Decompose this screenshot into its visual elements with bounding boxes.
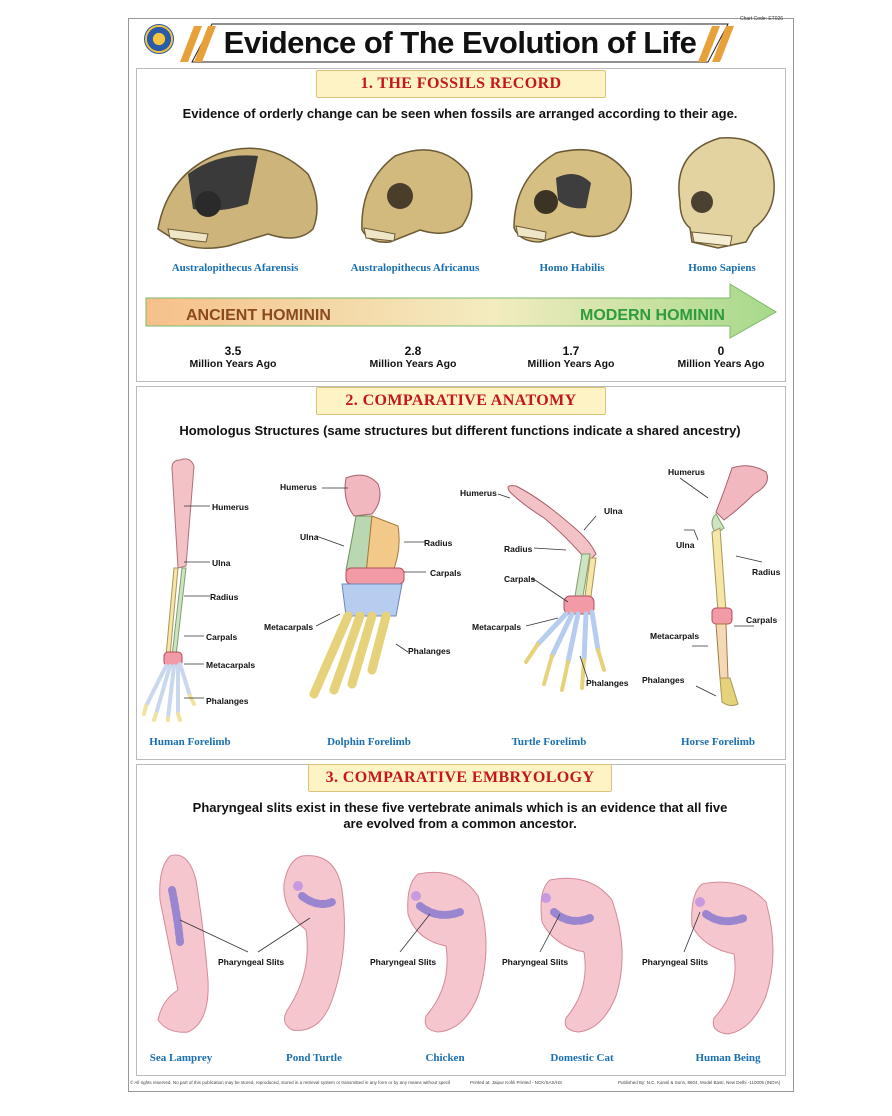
chicken-embryo-image xyxy=(407,871,487,1033)
human-humerus-label: Humerus xyxy=(212,502,249,512)
fossils-subtitle: Evidence of orderly change can be seen w… xyxy=(182,106,738,121)
human-leader-lines xyxy=(184,505,210,699)
slits-label-4: Pharyngeal Slits xyxy=(642,957,709,967)
anatomy-section xyxy=(136,386,786,760)
horse-forelimb-image xyxy=(711,465,768,707)
horse-leader-lines xyxy=(679,477,763,697)
dolphin-forelimb-image xyxy=(309,474,405,699)
slits-label-1: Pharyngeal Slits xyxy=(218,957,285,967)
age-unit: Million Years Ago xyxy=(189,358,277,370)
turtle-leader-lines xyxy=(497,493,597,681)
embryology-subtitle-line1: Pharyngeal slits exist in these five ver… xyxy=(192,800,728,815)
hominin-timeline-arrow xyxy=(145,283,777,339)
modern-hominin-label: MODERN HOMININ xyxy=(580,307,725,324)
footer-copyright: © All rights reserved. No part of this p… xyxy=(130,1080,450,1085)
age-value: 3.5 xyxy=(224,344,242,358)
dolphin-carpals-label: Carpals xyxy=(430,568,462,578)
fossils-heading: 1. THE FOSSILS RECORD xyxy=(316,70,606,98)
age-marker-1: 3.5 Million Years Ago xyxy=(178,344,288,370)
turtle-metacarpals-label: Metacarpals xyxy=(472,622,522,632)
anatomy-subtitle: Homologus Structures (same structures bu… xyxy=(179,423,741,438)
turtle-carpals-label: Carpals xyxy=(504,574,536,584)
turtle-radius-label: Radius xyxy=(504,544,533,554)
age-unit: Million Years Ago xyxy=(369,358,457,370)
chart-code: Chart Code: ET026 xyxy=(740,16,784,22)
anatomy-heading: 2. COMPARATIVE ANATOMY xyxy=(316,387,606,415)
horse-humerus-label: Humerus xyxy=(668,467,705,477)
publisher-logo xyxy=(144,24,174,54)
dolphin-forelimb-caption: Dolphin Forelimb xyxy=(327,736,411,748)
right-stripes xyxy=(698,26,734,62)
age-unit: Million Years Ago xyxy=(677,358,765,370)
skull-afarensis-image xyxy=(157,147,318,249)
species-caption-1: Australopithecus Afarensis xyxy=(171,262,299,274)
embryology-heading: 3. COMPARATIVE EMBRYOLOGY xyxy=(308,764,612,792)
left-stripes xyxy=(180,26,216,62)
dolphin-ulna-label: Ulna xyxy=(300,532,319,542)
human-ulna-label: Ulna xyxy=(212,558,231,568)
human-phalanges-label: Phalanges xyxy=(206,696,249,706)
age-unit: Million Years Ago xyxy=(527,358,615,370)
human-forelimb-image xyxy=(142,458,196,722)
age-marker-2: 2.8 Million Years Ago xyxy=(358,344,468,370)
human-being-caption: Human Being xyxy=(695,1052,761,1064)
slits-label-3: Pharyngeal Slits xyxy=(502,957,569,967)
horse-carpals-label: Carpals xyxy=(746,615,778,625)
human-metacarpals-label: Metacarpals xyxy=(206,660,256,670)
pharyngeal-leader-lines xyxy=(179,911,701,953)
turtle-phalanges-label: Phalanges xyxy=(586,678,629,688)
species-caption-2: Australopithecus Africanus xyxy=(350,262,480,274)
turtle-humerus-label: Humerus xyxy=(460,488,497,498)
cat-embryo-image xyxy=(540,877,623,1033)
chicken-caption: Chicken xyxy=(425,1052,465,1064)
embryology-subtitle-line2: are evolved from a common ancestor. xyxy=(343,816,577,831)
species-caption-3: Homo Habilis xyxy=(539,262,605,274)
horse-ulna-label: Ulna xyxy=(676,540,695,550)
human-embryo-image xyxy=(691,881,774,1035)
age-value: 2.8 xyxy=(404,344,422,358)
human-carpals-label: Carpals xyxy=(206,632,238,642)
horse-forelimb-caption: Horse Forelimb xyxy=(680,736,756,748)
dolphin-metacarpals-label: Metacarpals xyxy=(264,622,314,632)
species-caption-4: Homo Sapiens xyxy=(688,262,756,274)
human-forelimb-caption: Human Forelimb xyxy=(149,736,231,748)
horse-radius-label: Radius xyxy=(752,567,781,577)
skull-africanus-image xyxy=(361,149,473,243)
age-value: 0 xyxy=(717,344,725,358)
footer-printer: Printed at: Jaipur Kohli Printed - NCK/S… xyxy=(470,1080,563,1085)
title-banner xyxy=(191,23,729,63)
age-value: 1.7 xyxy=(562,344,580,358)
turtle-embryo-image xyxy=(283,855,345,1031)
horse-metacarpals-label: Metacarpals xyxy=(650,631,700,641)
footer-publisher: Published By: N.C. Kansil & Sons, 8604, … xyxy=(618,1080,781,1085)
dolphin-leader-lines xyxy=(315,487,426,653)
turtle-forelimb-image xyxy=(507,485,606,692)
title-wrap: Evidence of The Evolution of Life xyxy=(200,22,720,64)
dolphin-phalanges-label: Phalanges xyxy=(408,646,451,656)
turtle-embryo-caption: Pond Turtle xyxy=(286,1052,342,1064)
lamprey-caption: Sea Lamprey xyxy=(149,1052,213,1064)
turtle-ulna-label: Ulna xyxy=(604,506,623,516)
dolphin-humerus-label: Humerus xyxy=(280,482,317,492)
ancient-hominin-label: ANCIENT HOMININ xyxy=(186,307,331,324)
skull-habilis-image xyxy=(513,149,633,243)
horse-phalanges-label: Phalanges xyxy=(642,675,685,685)
cat-caption: Domestic Cat xyxy=(550,1052,614,1064)
page-title: Evidence of The Evolution of Life xyxy=(223,25,697,60)
age-marker-4: 0 Million Years Ago xyxy=(666,344,776,370)
turtle-forelimb-caption: Turtle Forelimb xyxy=(511,736,587,748)
slits-label-2: Pharyngeal Slits xyxy=(370,957,437,967)
skull-sapiens-image xyxy=(678,136,775,249)
lamprey-embryo-image xyxy=(157,854,209,1033)
age-marker-3: 1.7 Million Years Ago xyxy=(516,344,626,370)
human-radius-label: Radius xyxy=(210,592,239,602)
dolphin-radius-label: Radius xyxy=(424,538,453,548)
